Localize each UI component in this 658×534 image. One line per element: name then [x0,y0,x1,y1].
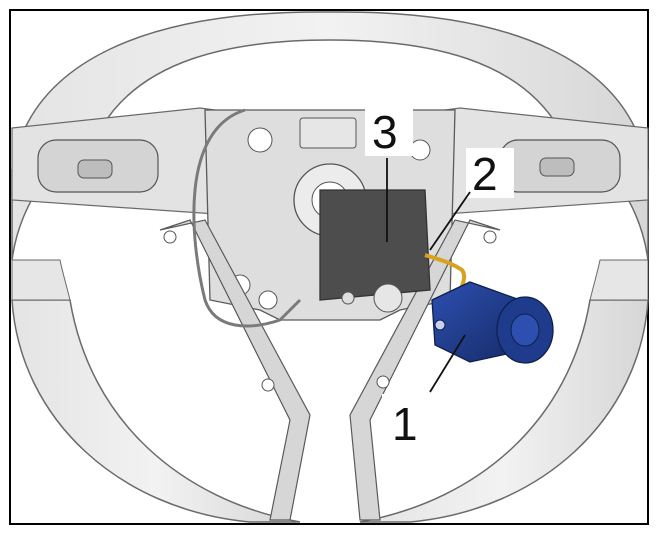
right-spoke [429,107,649,216]
right-scroll-wheel [539,157,575,177]
callout-2: 2 [429,148,514,251]
callout-3: 3 [365,104,413,242]
callout-1: 1 [382,334,466,450]
steering-wheel-rim [11,11,649,523]
left-spoke [11,107,231,216]
harness-connector [299,117,357,149]
control-unit [319,189,431,313]
wiring-harness [192,108,302,328]
vibration-motor [431,281,554,364]
callout-1-label: 1 [392,398,418,450]
left-scroll-wheel [77,159,113,179]
callout-2-label: 2 [472,148,498,200]
callout-3-label: 3 [372,106,398,158]
